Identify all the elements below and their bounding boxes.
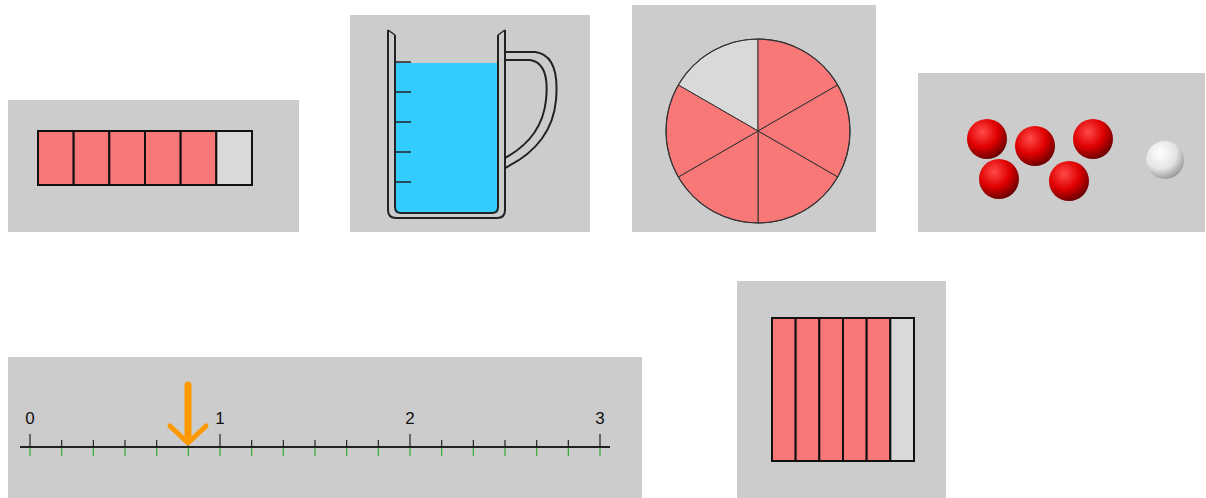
number-line — [20, 434, 610, 456]
measuring-mug — [388, 30, 557, 218]
bar-model — [38, 131, 252, 185]
axis-value: 2 — [405, 410, 414, 427]
pie-chart — [666, 39, 850, 223]
area-model — [772, 318, 914, 461]
panel — [8, 357, 642, 498]
panel — [350, 15, 590, 232]
pointer-arrow — [170, 385, 206, 443]
panel — [918, 73, 1205, 232]
panel — [737, 281, 946, 498]
axis-value: 0 — [25, 410, 34, 427]
axis-value: 3 — [595, 410, 604, 427]
axis-value: 1 — [215, 410, 224, 427]
counters — [967, 119, 1184, 201]
panel — [8, 100, 299, 232]
panel — [632, 5, 876, 232]
